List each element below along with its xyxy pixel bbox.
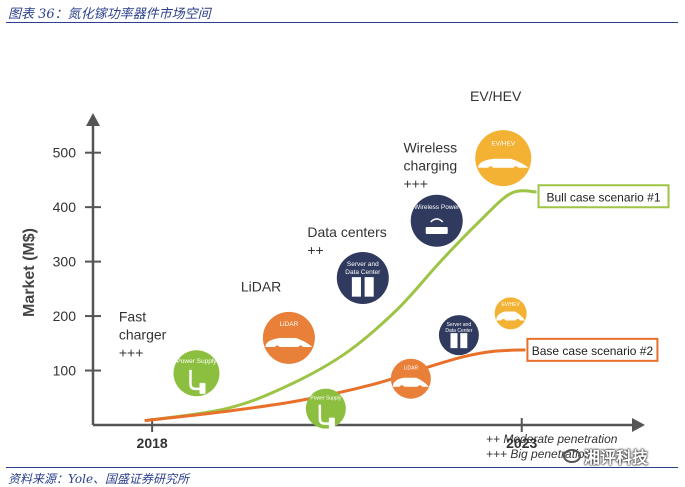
plug-icon <box>318 404 330 425</box>
bubble-caption: Data Center <box>345 269 381 276</box>
bubble-caption: Server and <box>347 261 379 268</box>
car-icon <box>478 158 529 168</box>
y-axis-arrow <box>86 113 100 126</box>
wheel <box>500 319 506 325</box>
chart-labels: Bull case scenario #1 Base case scenario … <box>119 88 670 461</box>
scenario-box <box>526 337 659 362</box>
segment-label: LiDAR <box>241 279 281 295</box>
bubble-caption: EV/HEV <box>501 302 520 308</box>
wheel <box>513 166 519 172</box>
wheel <box>488 166 494 172</box>
y-tick-label: 500 <box>53 145 77 161</box>
bubble-caption: Power Supply <box>310 396 341 402</box>
segment-label: +++ <box>403 176 428 192</box>
server-rack-icon <box>364 277 374 297</box>
footer-rule <box>6 467 678 468</box>
wifi-icon <box>430 218 444 223</box>
title-rule <box>6 22 678 23</box>
segment-label: Fast <box>119 309 146 325</box>
car-icon <box>496 311 526 321</box>
series-line-bull <box>144 189 537 423</box>
segment-bubble <box>336 251 389 304</box>
watermark-text: 湘评科技 <box>584 450 649 467</box>
bubble-caption: LiDAR <box>404 366 419 372</box>
server-rack-icon <box>351 277 361 297</box>
bubble-caption: EV/HEV <box>491 141 516 148</box>
segment-label: Data centers <box>307 224 386 240</box>
wheel <box>417 385 423 391</box>
segment-bubble <box>305 388 346 429</box>
x-tick-label: 2023 <box>506 435 537 451</box>
bubble-caption: Power Supply <box>176 358 217 365</box>
scenario-box <box>537 184 670 209</box>
wheel <box>298 345 304 351</box>
y-tick-label: 200 <box>53 308 77 324</box>
x-tick-label: 2018 <box>137 435 168 451</box>
segment-label: EV/HEV <box>470 88 522 104</box>
wheel <box>399 385 405 391</box>
bubble-caption: Wireless Power <box>414 204 460 211</box>
watermark: 湘评科技 <box>563 444 648 468</box>
plug-head <box>328 417 335 429</box>
car-icon <box>392 377 429 387</box>
x-axis-arrow <box>632 418 645 432</box>
segment-bubble <box>410 194 463 247</box>
segment-bubble <box>173 350 220 397</box>
segment-bubble <box>262 311 315 364</box>
base-scenario-label: Base case scenario #2 <box>532 344 654 358</box>
segment-label: +++ <box>119 345 144 361</box>
wechat-icon <box>563 449 581 463</box>
source-note: 资料来源：Yole、国盛证券研究所 <box>8 472 190 486</box>
bull-scenario-label: Bull case scenario #1 <box>546 190 660 204</box>
segment-label: Wireless <box>403 140 457 156</box>
chart-series <box>144 189 537 423</box>
server-rack-icon <box>450 333 458 349</box>
segment-bubble <box>438 315 479 356</box>
chart-axes: 100 200 300 400 500 2018 2023 Market (M$) <box>21 113 645 451</box>
segment-label: ++ <box>307 242 323 258</box>
plug-head <box>199 382 206 394</box>
y-tick-label: 400 <box>53 199 77 215</box>
segment-label: charging <box>403 158 457 174</box>
y-axis-label: Market (M$) <box>21 228 38 317</box>
plug-icon <box>189 369 201 391</box>
segment-bubble <box>475 130 532 187</box>
bubble-caption: Server and <box>447 322 472 328</box>
penetration-note: ++ Moderate penetration <box>486 432 618 446</box>
wheel <box>274 345 280 351</box>
series-line-base <box>144 348 526 423</box>
wheel <box>515 319 521 325</box>
server-rack-icon <box>460 333 468 349</box>
battery-icon <box>425 226 448 234</box>
bubble-caption: Data Center <box>445 328 472 334</box>
bubble-caption: LiDAR <box>279 321 298 328</box>
segment-label: charger <box>119 327 167 343</box>
car-icon <box>265 338 313 348</box>
figure-title: 图表 36：氮化镓功率器件市场空间 <box>8 7 211 22</box>
y-tick-label: 300 <box>53 254 77 270</box>
y-tick-label: 100 <box>53 363 77 379</box>
